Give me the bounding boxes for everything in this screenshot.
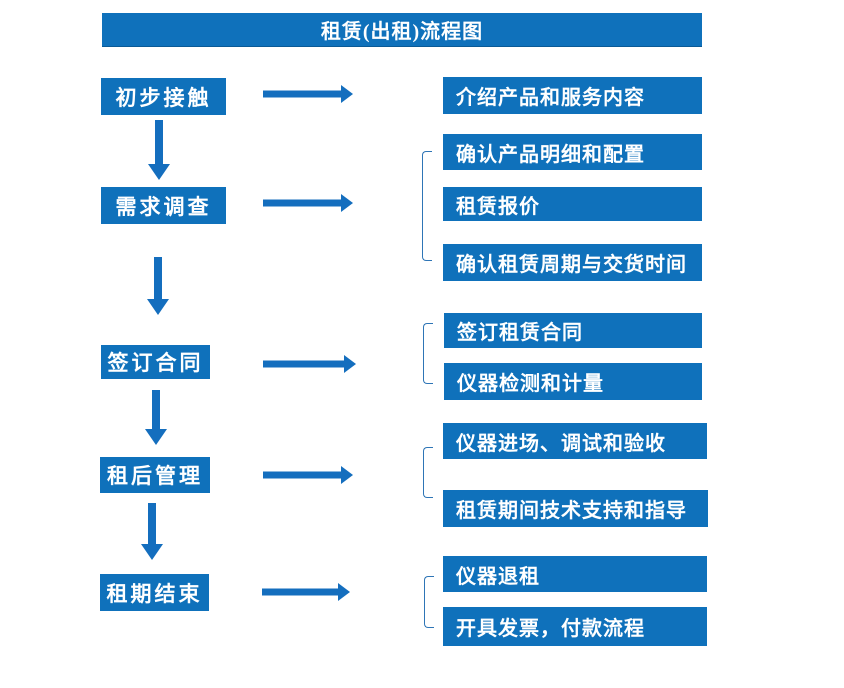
arrow-right-icon — [263, 355, 356, 373]
arrow-shaft — [262, 588, 339, 596]
step-box-initial-contact: 初步接触 — [101, 78, 226, 115]
page-title: 租赁(出租)流程图 — [102, 13, 702, 47]
arrow-shaft — [263, 90, 342, 98]
arrow-right-icon — [263, 194, 353, 212]
arrow-right-icon — [263, 466, 353, 484]
detail-box-confirm-period-delivery: 确认租赁周期与交货时间 — [443, 244, 702, 281]
arrow-head — [338, 583, 350, 601]
arrow-head — [341, 85, 353, 103]
arrow-down-icon — [145, 390, 167, 445]
arrow-down-icon — [148, 120, 170, 180]
arrow-head — [341, 466, 353, 484]
arrow-head — [341, 194, 353, 212]
arrow-down-icon — [147, 257, 169, 315]
bracket-left-icon — [422, 151, 432, 261]
bracket-left-icon — [423, 447, 433, 498]
detail-box-rental-quotation: 租赁报价 — [443, 187, 702, 221]
arrow-head — [141, 544, 163, 560]
arrow-shaft — [263, 360, 345, 368]
detail-box-introduce-products-services: 介绍产品和服务内容 — [443, 77, 702, 114]
bracket-left-icon — [423, 323, 433, 384]
arrow-head — [145, 429, 167, 445]
arrow-shaft — [154, 257, 162, 300]
step-box-post-rental-management: 租后管理 — [100, 457, 210, 493]
arrow-head — [344, 355, 356, 373]
detail-box-instrument-testing-metering: 仪器检测和计量 — [444, 363, 702, 400]
step-box-demand-survey: 需求调查 — [101, 187, 226, 224]
arrow-down-icon — [141, 503, 163, 560]
arrow-head — [147, 299, 169, 315]
detail-box-sign-rental-contract: 签订租赁合同 — [444, 313, 702, 348]
arrow-shaft — [152, 390, 160, 430]
detail-box-instrument-setup-acceptance: 仪器进场、调试和验收 — [443, 423, 707, 459]
detail-box-confirm-product-config: 确认产品明细和配置 — [443, 134, 702, 170]
arrow-right-icon — [262, 583, 350, 601]
step-box-lease-end: 租期结束 — [100, 574, 209, 611]
detail-box-technical-support: 租赁期间技术支持和指导 — [443, 490, 708, 527]
bracket-left-icon — [424, 576, 434, 628]
step-box-sign-contract: 签订合同 — [101, 345, 210, 379]
arrow-shaft — [263, 471, 342, 479]
arrow-shaft — [148, 503, 156, 545]
arrow-shaft — [155, 120, 163, 165]
arrow-head — [148, 164, 170, 180]
detail-box-invoice-payment: 开具发票，付款流程 — [443, 607, 707, 646]
arrow-right-icon — [263, 85, 353, 103]
detail-box-instrument-return: 仪器退租 — [443, 556, 707, 592]
arrow-shaft — [263, 199, 342, 207]
